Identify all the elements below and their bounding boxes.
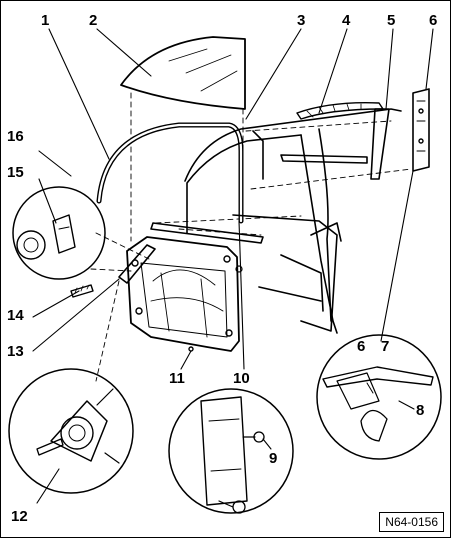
callout-15: 15 xyxy=(7,164,24,181)
callout-9: 9 xyxy=(269,450,278,467)
bracket-plate xyxy=(412,88,430,172)
inset-detail-6-7-8 xyxy=(316,334,442,460)
door-carrier-panel xyxy=(126,236,240,352)
callout-16: 16 xyxy=(7,128,24,145)
window-glass xyxy=(120,36,246,110)
inset-detail-12 xyxy=(8,368,134,494)
inset-detail-9 xyxy=(168,388,294,514)
car-body xyxy=(184,108,402,334)
callout-12: 12 xyxy=(11,508,28,525)
window-seal-outer xyxy=(96,122,244,224)
window-regulator xyxy=(118,244,156,284)
window-channel-rear xyxy=(370,108,390,180)
callout-7: 7 xyxy=(381,338,390,355)
callout-11: 11 xyxy=(169,370,185,387)
callout-8: 8 xyxy=(416,402,425,419)
callout-4: 4 xyxy=(342,12,351,29)
callout-14: 14 xyxy=(7,307,24,324)
callout-6-inset: 6 xyxy=(357,338,366,355)
callout-1: 1 xyxy=(41,12,50,29)
inner-seal-strip xyxy=(150,222,264,244)
callout-5: 5 xyxy=(387,12,396,29)
screw-14 xyxy=(70,284,94,298)
callout-10: 10 xyxy=(233,370,250,387)
callout-6: 6 xyxy=(429,12,438,29)
callout-2: 2 xyxy=(89,12,98,29)
roof-seal-strip xyxy=(296,102,384,120)
reference-code: N64-0156 xyxy=(379,512,444,532)
callout-13: 13 xyxy=(7,343,24,360)
inset-detail-15-16 xyxy=(12,186,106,280)
callout-3: 3 xyxy=(297,12,306,29)
leader-lines xyxy=(32,28,434,504)
